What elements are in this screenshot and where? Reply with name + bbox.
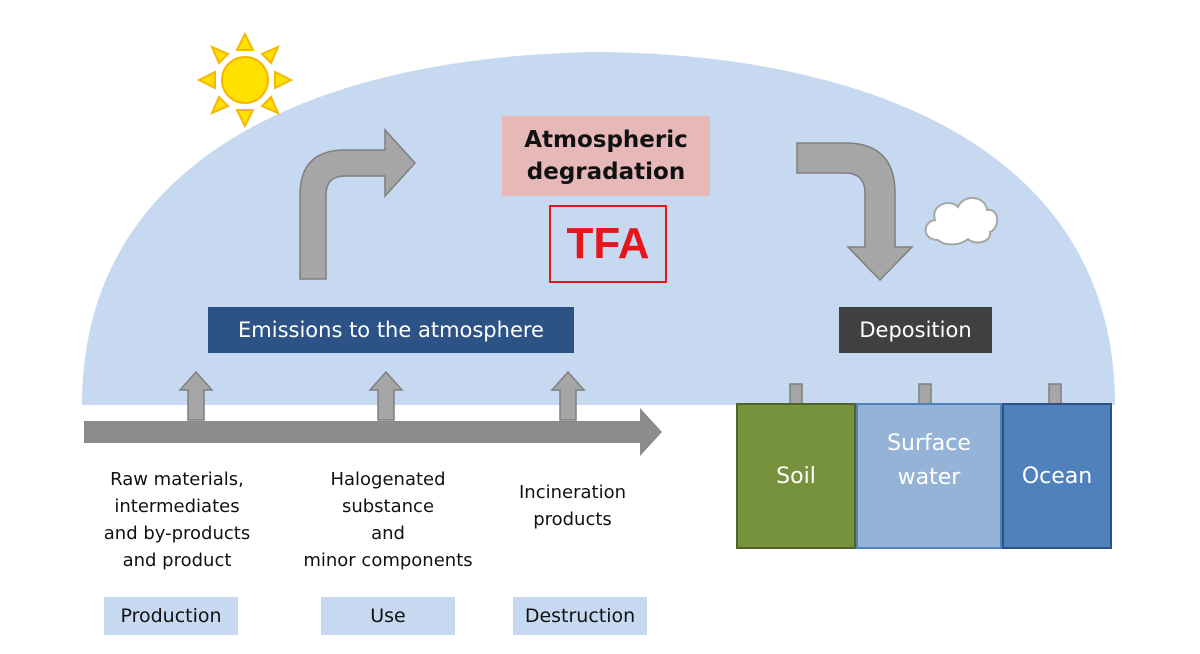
emission-up-arrow-destruction [550,370,586,421]
sun-icon [196,31,294,129]
stage-destruction: Destruction [513,597,647,635]
emission-rise-arrow [299,128,417,280]
soil-compartment: Soil [736,403,856,549]
deposition-box: Deposition [839,307,992,353]
surface-water-compartment: Surface water [856,403,1002,549]
emissions-box: Emissions to the atmosphere [208,307,574,353]
destruction-description: Incineration products [518,482,626,530]
emission-up-arrow-use [368,370,404,421]
atmospheric-degradation-label: Atmospheric degradation [524,127,688,185]
stage-production: Production [104,597,238,635]
ocean-label: Ocean [1021,463,1093,489]
tfa-label: TFA [566,219,650,268]
emissions-label: Emissions to the atmosphere [238,318,544,342]
surface-water-label: Surface water [887,431,971,490]
cloud-icon [924,197,999,246]
stage-use: Use [321,597,455,635]
tfa-box: TFA [549,205,667,283]
ocean-compartment: Ocean [1002,403,1112,549]
deposition-fall-arrow [796,142,914,282]
production-description: Raw materials, intermediates and by-prod… [103,469,251,571]
atmospheric-degradation-box: Atmospheric degradation [502,116,710,196]
deposition-label: Deposition [859,318,972,342]
soil-label: Soil [776,463,816,489]
lifecycle-timeline-arrow [84,408,662,456]
use-description: Halogenated substance and minor componen… [303,469,473,571]
emission-up-arrow-production [178,370,214,421]
